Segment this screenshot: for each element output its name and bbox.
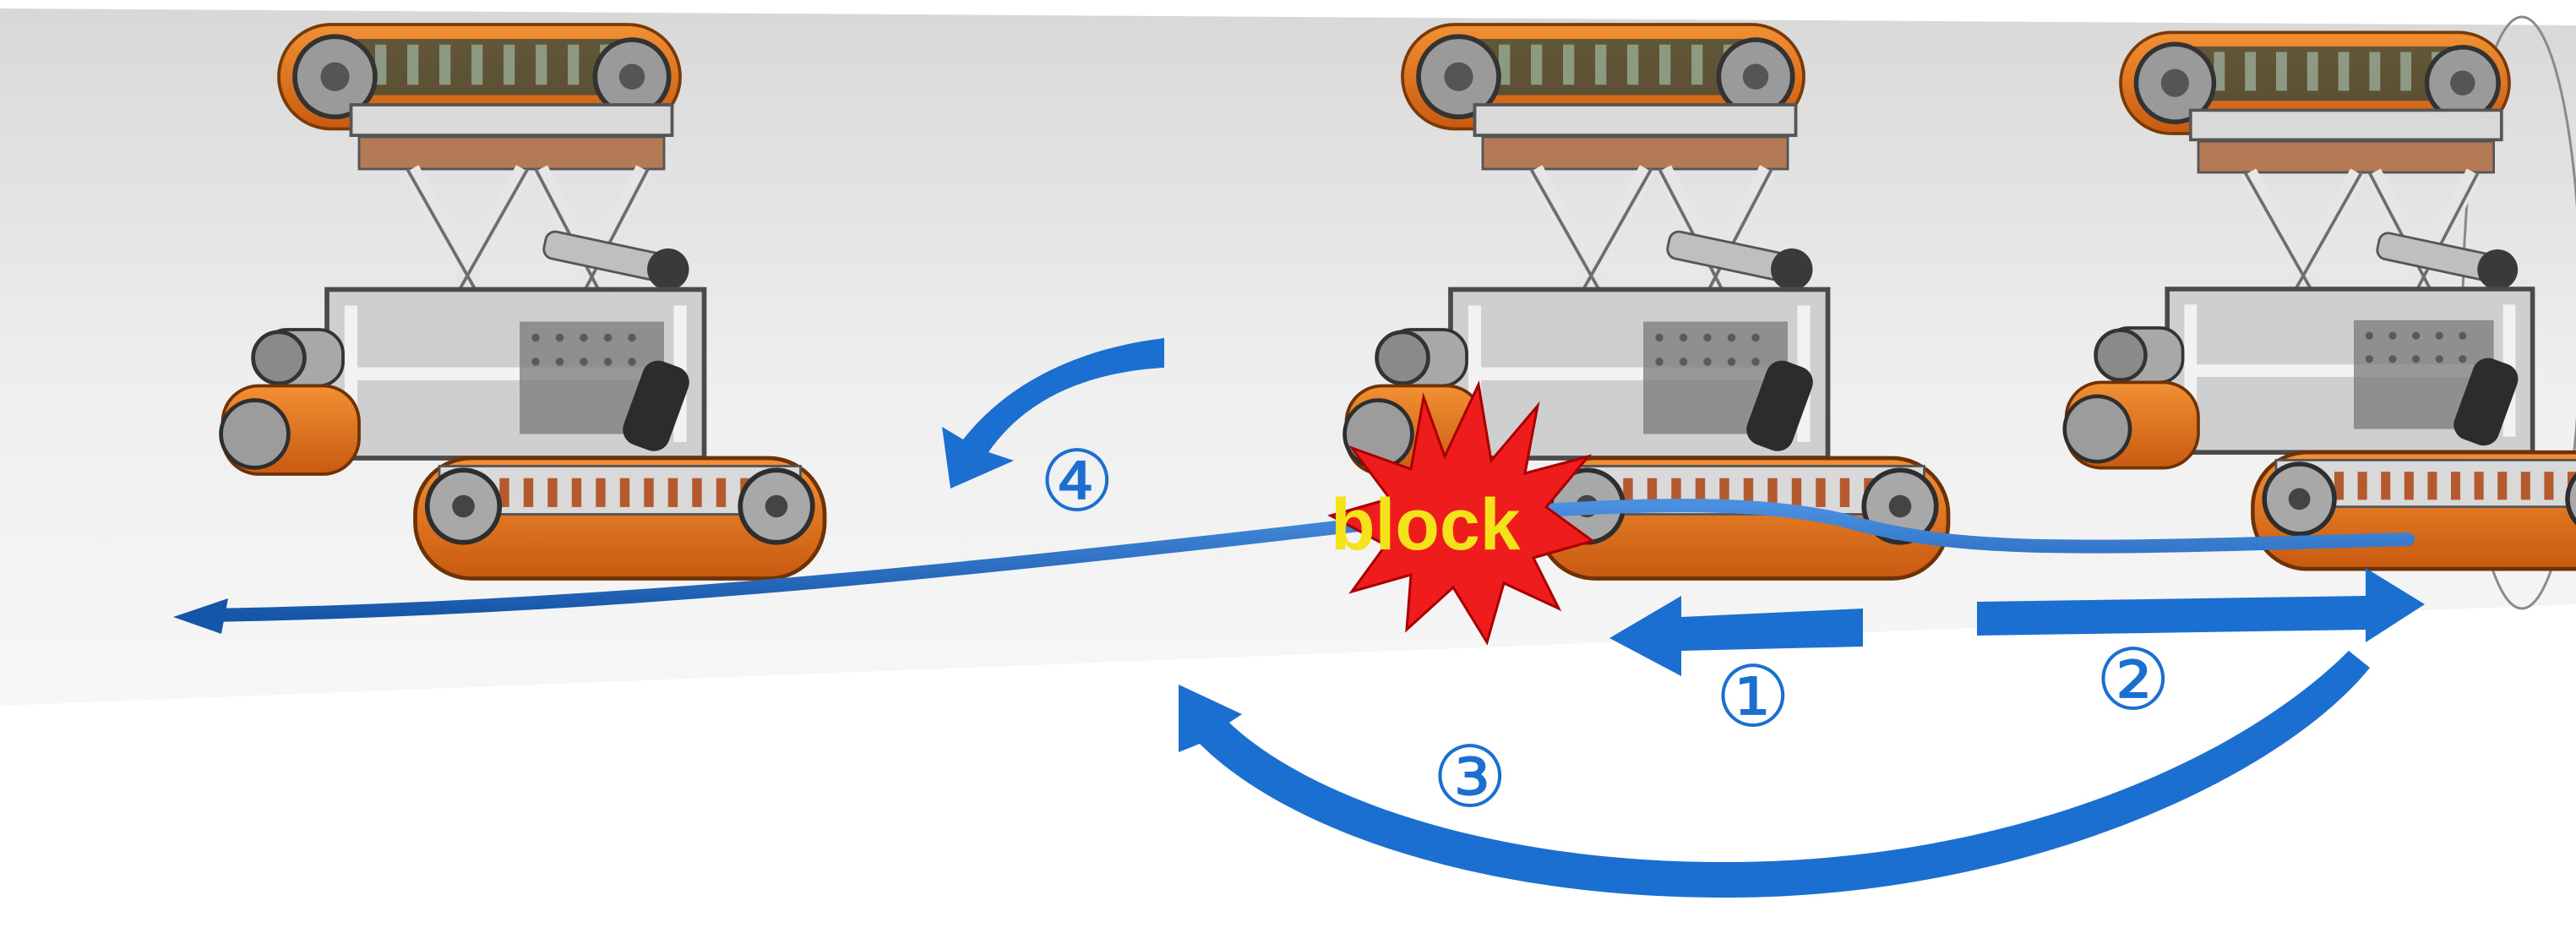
step-label-3: ③ (1432, 728, 1508, 827)
collision-burst-icon (1327, 380, 1596, 646)
arrow-step-1 (1609, 596, 1863, 676)
step-label-2: ② (2095, 630, 2171, 729)
arrow-step-2 (1977, 568, 2425, 642)
step-label-4: ④ (1039, 432, 1115, 531)
arrow-step-3 (1179, 651, 2370, 898)
arrow-step-4 (942, 338, 1164, 489)
step-label-1: ① (1715, 647, 1791, 746)
block-label: block (1331, 484, 1521, 565)
cable-end-arrowhead (173, 598, 228, 634)
